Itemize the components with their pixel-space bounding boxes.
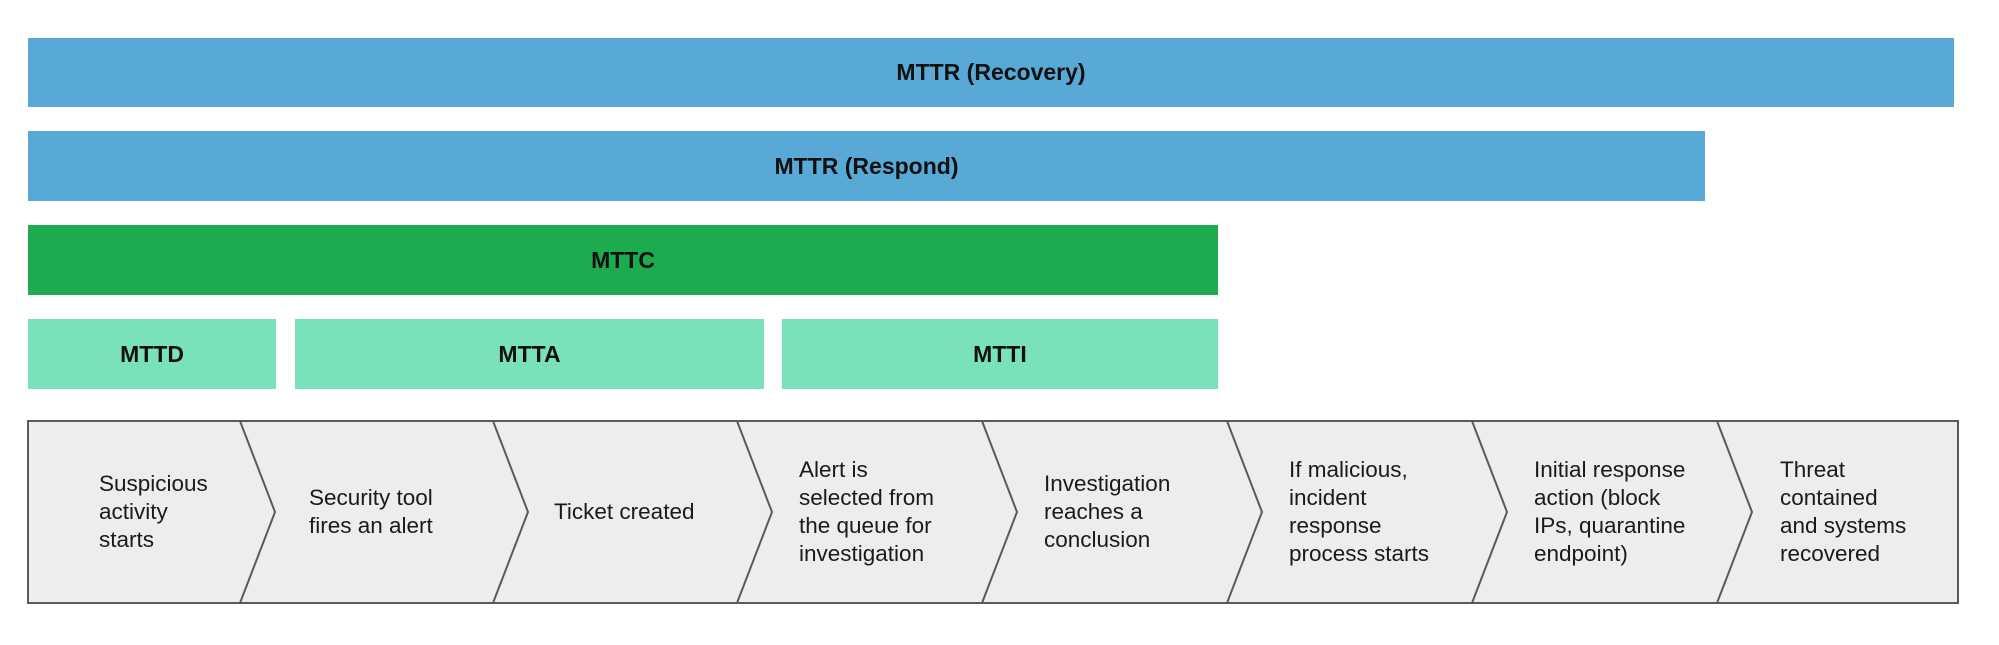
mttc-label: MTTC bbox=[591, 246, 655, 273]
chevron-divider bbox=[239, 420, 277, 604]
mttr-recovery-bar: MTTR (Recovery) bbox=[28, 38, 1954, 107]
chevron-divider bbox=[1716, 420, 1754, 604]
process-step: Security tool fires an alert bbox=[309, 485, 433, 538]
mttr-respond-bar: MTTR (Respond) bbox=[28, 131, 1705, 201]
process-step: Initial response action (block IPs, quar… bbox=[1534, 457, 1686, 566]
mttd-bar: MTTD bbox=[28, 319, 276, 389]
mtta-bar: MTTA bbox=[295, 319, 764, 389]
process-step: Suspicious activity starts bbox=[99, 471, 208, 552]
chevron-divider bbox=[981, 420, 1019, 604]
chevron-divider bbox=[736, 420, 774, 604]
mtti-bar: MTTI bbox=[782, 319, 1218, 389]
mttc-bar: MTTC bbox=[28, 225, 1218, 295]
process-step: Alert is selected from the queue for inv… bbox=[799, 457, 935, 566]
chevron-divider bbox=[492, 420, 530, 604]
mtta-label: MTTA bbox=[498, 340, 561, 367]
mttr-respond-label: MTTR (Respond) bbox=[774, 152, 959, 179]
process-step: Threat contained and systems recovered bbox=[1780, 457, 1907, 566]
process-step: Ticket created bbox=[554, 499, 695, 524]
mtti-label: MTTI bbox=[973, 340, 1027, 367]
process-step: If malicious, incident response process … bbox=[1289, 457, 1430, 566]
chevron-divider bbox=[1226, 420, 1264, 604]
mttd-label: MTTD bbox=[120, 340, 184, 367]
mttr-recovery-label: MTTR (Recovery) bbox=[896, 59, 1086, 85]
chevron-divider bbox=[1471, 420, 1509, 604]
process-step: Investigation reaches a conclusion bbox=[1044, 471, 1171, 552]
